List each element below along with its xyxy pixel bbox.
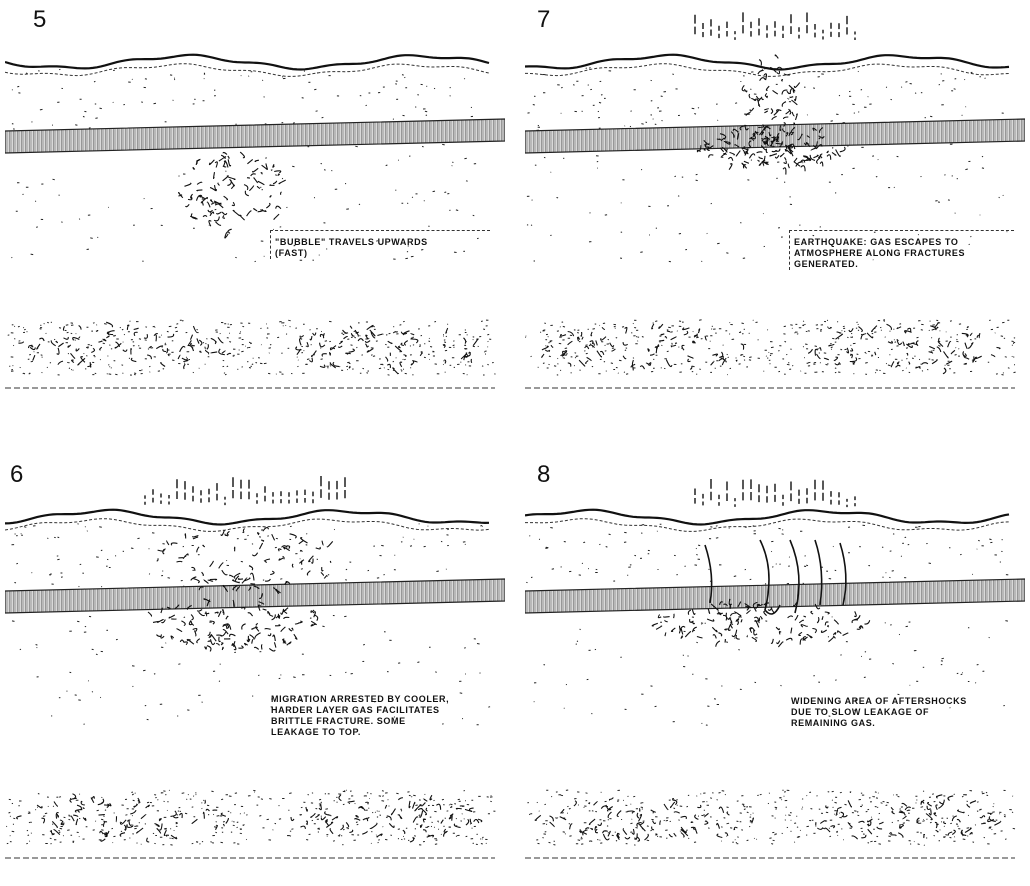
- hard-rock-layer: [5, 119, 505, 153]
- gas-column: [742, 55, 800, 166]
- panel-caption: WIDENING AREA OF AFTERSHOCKS DUE TO SLOW…: [787, 690, 1006, 729]
- panel-stage-5: 5 "BUBBLE" TRAVELS UPWARDS (FAST): [5, 0, 505, 430]
- ground-surface-texture: [5, 64, 489, 77]
- cross-section-illustration: [525, 0, 1025, 430]
- ground-surface-texture: [525, 64, 1009, 77]
- panel-caption: MIGRATION ARRESTED BY COOLER, HARDER LAY…: [267, 688, 496, 738]
- cross-section-illustration: [5, 455, 505, 885]
- ground-surface-line: [5, 510, 489, 525]
- illustration-group: [5, 55, 505, 388]
- deep-layer-scribbles: [816, 795, 1001, 839]
- deep-layer-texture: [6, 790, 495, 845]
- hard-rock-layer: [525, 119, 1025, 153]
- deep-layer-scribbles: [296, 325, 478, 374]
- panel-caption: "BUBBLE" TRAVELS UPWARDS (FAST): [270, 230, 490, 259]
- illustration-group: [525, 479, 1025, 858]
- gas-escape-marks: [145, 476, 345, 505]
- deep-layer-scribbles: [536, 797, 754, 841]
- panel-stage-6: 6 MIGRATION ARRESTED BY COOLER, HARDER L…: [5, 455, 505, 885]
- ground-surface-line: [525, 55, 1009, 70]
- panel-stage-7: 7 EARTHQUAKE: GAS ESCAPES TO ATMOSPHERE …: [525, 0, 1025, 430]
- ground-surface-line: [5, 55, 489, 70]
- illustration-group: [525, 12, 1025, 388]
- deep-layer-texture: [527, 790, 1015, 845]
- cross-section-illustration: [5, 0, 505, 430]
- illustration-group: [5, 476, 505, 858]
- deep-layer-texture: [525, 320, 1015, 375]
- gas-escape-marks: [695, 479, 855, 507]
- cross-section-illustration: [525, 455, 1025, 885]
- panel-stage-8: 8 WIDENING AREA OF AFTERSHOCKS DUE TO SL…: [525, 455, 1025, 885]
- gas-bubble: [179, 152, 286, 238]
- deep-layer-scribbles: [542, 324, 744, 370]
- panel-caption: EARTHQUAKE: GAS ESCAPES TO ATMOSPHERE AL…: [789, 230, 1014, 270]
- deep-layer-scribbles: [17, 794, 229, 842]
- hard-rock-layer: [525, 579, 1025, 613]
- deep-layer-scribbles: [18, 322, 230, 369]
- ground-surface-line: [525, 510, 1009, 525]
- deep-layer-scribbles: [291, 795, 482, 842]
- gas-escape-marks: [695, 12, 855, 40]
- deep-layer-scribbles: [808, 322, 1000, 374]
